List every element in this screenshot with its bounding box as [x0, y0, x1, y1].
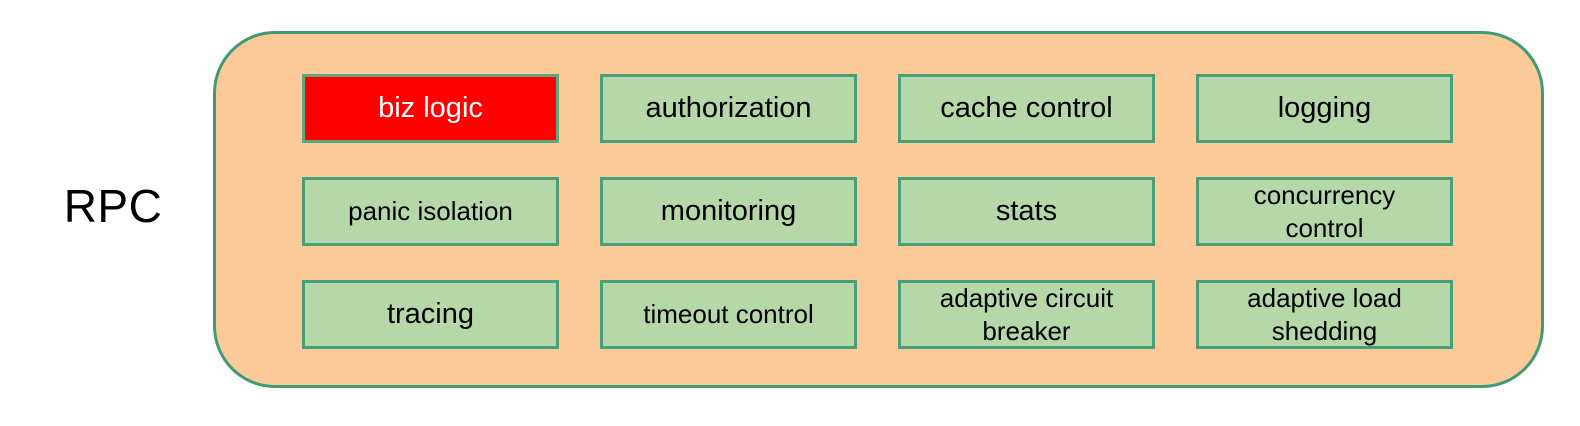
middleware-box-label-line: logging	[1277, 92, 1372, 124]
middleware-box-label-line: authorization	[645, 92, 812, 124]
middleware-box-label: panic isolation	[348, 195, 513, 228]
middleware-box-label-line: adaptive circuit	[939, 282, 1114, 313]
middleware-box-stats[interactable]: stats	[898, 177, 1155, 246]
middleware-box-label-line: control	[1285, 212, 1364, 243]
middleware-grid: biz logic authorization cache control loggi…	[302, 74, 1460, 349]
middleware-box-label-line: breaker	[982, 315, 1071, 346]
middleware-box-label-line: adaptive load	[1247, 282, 1402, 313]
middleware-box-tracing[interactable]: tracing	[302, 280, 559, 349]
middleware-box-label-line: panic isolation	[348, 196, 513, 226]
middleware-box-label: timeout control	[643, 298, 814, 331]
middleware-box-label-line: timeout control	[643, 299, 814, 329]
middleware-box-label-line: shedding	[1271, 315, 1378, 346]
middleware-box-timeout-control[interactable]: timeout control	[600, 280, 857, 349]
middleware-box-monitoring[interactable]: monitoring	[600, 177, 857, 246]
middleware-box-label-line: concurrency	[1253, 179, 1396, 210]
middleware-box-panic-isolation[interactable]: panic isolation	[302, 177, 559, 246]
middleware-box-label: logging	[1278, 92, 1372, 125]
middleware-box-label: cache control	[940, 92, 1113, 125]
middleware-box-label-line: tracing	[386, 298, 475, 330]
middleware-box-label-line: biz logic	[378, 92, 483, 124]
rpc-middleware-container: biz logic authorization cache control loggi…	[213, 31, 1544, 388]
middleware-box-logging[interactable]: logging	[1196, 74, 1453, 143]
middleware-box-label: monitoring	[661, 195, 796, 228]
rpc-label: RPC	[63, 180, 163, 232]
middleware-box-label-line: cache control	[940, 92, 1113, 124]
middleware-box-authorization[interactable]: authorization	[600, 74, 857, 143]
middleware-box-label-line: monitoring	[660, 195, 797, 227]
middleware-box-cache-control[interactable]: cache control	[898, 74, 1155, 143]
middleware-box-label: stats	[996, 195, 1057, 228]
middleware-box-label-line: stats	[995, 195, 1058, 227]
middleware-box-label: tracing	[387, 298, 474, 331]
middleware-box-label: biz logic	[378, 92, 483, 125]
middleware-box-label: authorization	[645, 92, 811, 125]
middleware-box-biz-logic[interactable]: biz logic	[302, 74, 559, 143]
